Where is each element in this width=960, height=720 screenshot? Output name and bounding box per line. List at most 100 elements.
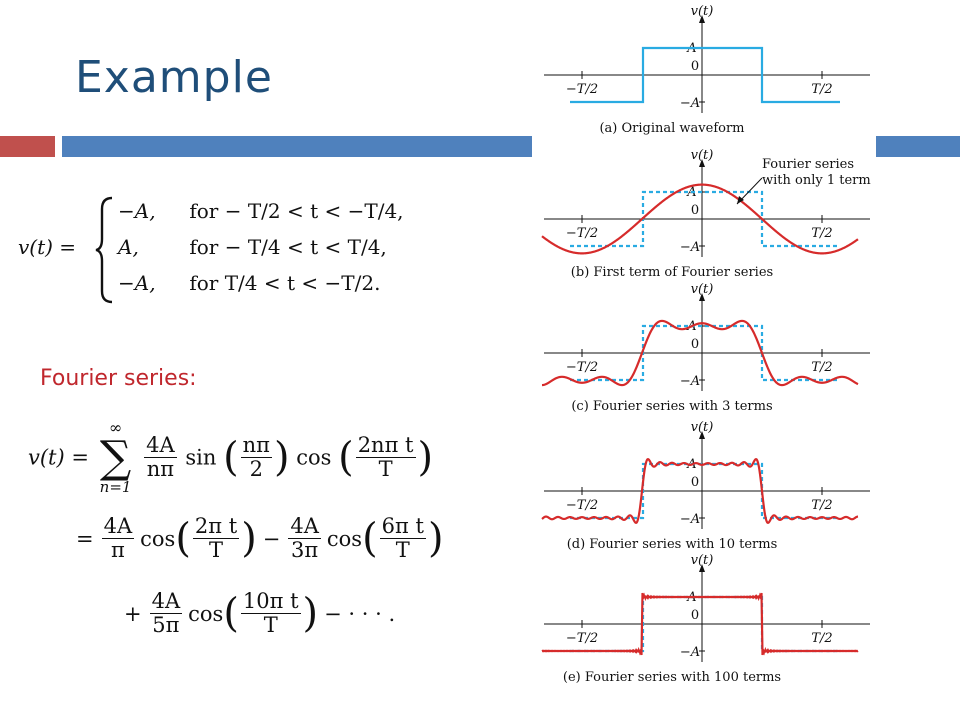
row-1-condition: for − T/2 < t < −T/4, [189, 199, 404, 223]
coeff-num: 4A [101, 514, 135, 540]
piecewise-definition: v(t) = −A, for − T/2 < t < −T/4, A, for … [18, 195, 518, 305]
y-axis-arrow-icon [699, 15, 705, 23]
cos-arg-den: T [209, 538, 224, 563]
label-amplitude-neg: −A [680, 374, 700, 389]
cos-arg-num: 2π t [192, 514, 240, 540]
label-zero: 0 [691, 608, 699, 623]
annotation-arrow-icon [737, 196, 744, 204]
piecewise-row-3: −A, for T/4 < t < −T/2. [118, 271, 380, 295]
panel-caption: (c) Fourier series with 3 terms [571, 399, 772, 414]
sigma-icon: ∑ [99, 432, 132, 483]
panel-caption: (a) Original waveform [599, 121, 744, 136]
panel-caption: (e) Fourier series with 100 terms [563, 670, 781, 685]
coeff-den: 5π [152, 613, 180, 638]
label-neg-half-period: −T/2 [566, 498, 598, 513]
piecewise-lhs: v(t) = [18, 235, 77, 259]
label-pos-half-period: T/2 [811, 631, 832, 646]
slide-title: Example [75, 52, 273, 103]
y-axis-arrow-icon [699, 159, 705, 167]
sin-arg-den: 2 [249, 457, 263, 481]
label-pos-half-period: T/2 [811, 226, 832, 241]
title-rule-bar [62, 136, 532, 157]
cos-argument: 2nπ t T [355, 432, 416, 481]
coeff-den: π [110, 538, 125, 563]
fourier-approximation-line [541, 183, 859, 255]
annotation-line-1: Fourier series [762, 157, 854, 172]
series-line-1: v(t) = ∞ ∑ n=1 4A nπ sin ( nπ 2 ) cos ( … [28, 418, 434, 496]
sin-argument: nπ 2 [240, 432, 272, 481]
coeff-den: nπ [146, 457, 175, 481]
fourier-approximation-line [541, 319, 859, 387]
label-zero: 0 [691, 475, 699, 490]
label-amplitude-neg: −A [680, 512, 700, 527]
row-2-condition: for − T/4 < t < T/4, [189, 235, 387, 259]
coeff-num: 4A [149, 589, 183, 615]
summation: ∞ ∑ n=1 [100, 420, 132, 495]
y-axis-arrow-icon [699, 431, 705, 439]
label-amplitude-neg: −A [680, 240, 700, 255]
fourier-approximation-line [541, 592, 859, 656]
label-zero: 0 [691, 203, 699, 218]
label-neg-half-period: −T/2 [566, 631, 598, 646]
row-1-value: −A, [118, 199, 156, 223]
coeff-den: 3π [291, 538, 319, 563]
series-sign: − [262, 526, 281, 551]
cos-arg-num: 6π t [379, 514, 426, 540]
square-wave-line [570, 46, 840, 104]
row-3-value: −A, [118, 271, 156, 295]
cos-arg-den: T [378, 457, 393, 481]
row-3-condition: for T/4 < t < −T/2. [189, 271, 381, 295]
label-amplitude-neg: −A [680, 645, 700, 660]
title-accent-bar-red [0, 136, 55, 157]
sin-arg-num: nπ [240, 432, 272, 458]
left-brace [95, 196, 113, 304]
axis-label-v-t: v(t) [691, 420, 714, 435]
cos-arg-den: T [395, 538, 410, 563]
panel-caption: (d) Fourier series with 10 terms [567, 537, 778, 552]
axis-label-v-t: v(t) [691, 4, 714, 19]
y-axis-arrow-icon [699, 293, 705, 301]
label-zero: 0 [691, 59, 699, 74]
label-amplitude-neg: −A [680, 96, 700, 111]
label-pos-half-period: T/2 [811, 498, 832, 513]
piecewise-row-2: A, for − T/4 < t < T/4, [118, 235, 387, 259]
sum-lower: n=1 [99, 478, 132, 496]
series-sign: + [124, 601, 142, 626]
cos-arg-num: 10π t [240, 589, 301, 615]
series-tail: − · · · . [324, 601, 396, 626]
axis-label-v-t: v(t) [691, 553, 714, 568]
panel-caption: (b) First term of Fourier series [571, 265, 773, 280]
cos-arg-den: T [263, 613, 278, 638]
piecewise-row-1: −A, for − T/2 < t < −T/4, [118, 199, 404, 223]
label-neg-half-period: −T/2 [566, 82, 598, 97]
coeff-num: 4A [144, 432, 177, 458]
label-neg-half-period: −T/2 [566, 226, 598, 241]
coeff-num: 4A [288, 514, 321, 540]
fourier-approximation-line [541, 457, 859, 525]
cos-arg-num: 2nπ t [355, 432, 416, 458]
label-pos-half-period: T/2 [811, 82, 832, 97]
series-sign: = [76, 526, 94, 551]
label-pos-half-period: T/2 [811, 360, 832, 375]
row-2-value: A, [118, 235, 139, 259]
fourier-series-label: Fourier series: [40, 366, 197, 391]
title-rule-bar-right [876, 136, 960, 157]
term-coefficient: 4A nπ [144, 432, 177, 481]
series-lhs: v(t) = [28, 445, 89, 470]
y-axis-arrow-icon [699, 564, 705, 572]
label-neg-half-period: −T/2 [566, 360, 598, 375]
axis-label-v-t: v(t) [691, 148, 714, 163]
label-zero: 0 [691, 337, 699, 352]
annotation-line-2: with only 1 term [762, 173, 871, 188]
sum-upper: ∞ [108, 418, 123, 437]
axis-label-v-t: v(t) [691, 282, 714, 297]
